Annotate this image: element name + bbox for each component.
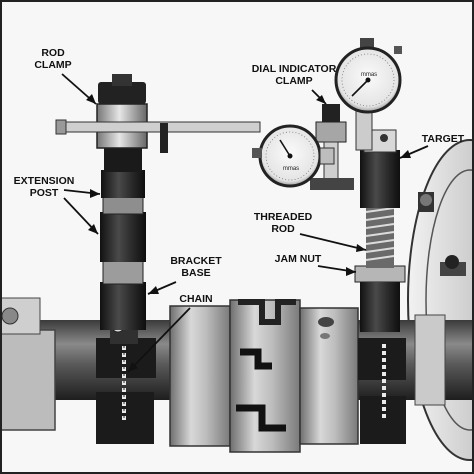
label-dial-indicator-clamp-line1: DIAL INDICATOR [252, 63, 337, 75]
label-dial-indicator-clamp-line2: CLAMP [275, 75, 312, 87]
annotation-target: TARGET [399, 133, 465, 159]
label-target: TARGET [422, 133, 465, 145]
label-rod-clamp-line2: CLAMP [34, 59, 71, 71]
label-bracket-base-line2: BASE [181, 267, 210, 279]
label-extension-post-line2: POST [30, 187, 59, 199]
lower-dial-indicator: mmas [252, 124, 335, 188]
label-threaded-rod-line2: ROD [271, 223, 295, 235]
annotation-extension-post: EXTENSION POST [14, 175, 101, 235]
upper-dial-brand: mmas [361, 72, 377, 78]
shaft-coupling [169, 299, 359, 453]
annotation-rod-clamp: ROD CLAMP [34, 47, 97, 105]
annotation-dial-indicator-clamp: DIAL INDICATOR CLAMP [252, 63, 337, 105]
label-chain: CHAIN [179, 293, 212, 305]
label-threaded-rod-line1: THREADED [254, 211, 313, 223]
annotation-bracket-base: BRACKET BASE [147, 255, 222, 295]
label-bracket-base-line1: BRACKET [170, 255, 222, 267]
label-extension-post-line1: EXTENSION [14, 175, 75, 187]
left-indicator-bracket [55, 74, 261, 444]
lower-dial-brand: mmas [283, 166, 299, 172]
right-indicator-bracket [354, 129, 406, 444]
label-rod-clamp-line1: ROD [41, 47, 65, 59]
upper-dial-indicator: mmas [334, 38, 402, 114]
annotation-jam-nut: JAM NUT [275, 253, 357, 276]
annotation-chain: CHAIN [127, 293, 213, 373]
annotation-threaded-rod: THREADED ROD [254, 211, 367, 252]
threaded-rod [365, 206, 395, 268]
label-jam-nut: JAM NUT [275, 253, 322, 265]
